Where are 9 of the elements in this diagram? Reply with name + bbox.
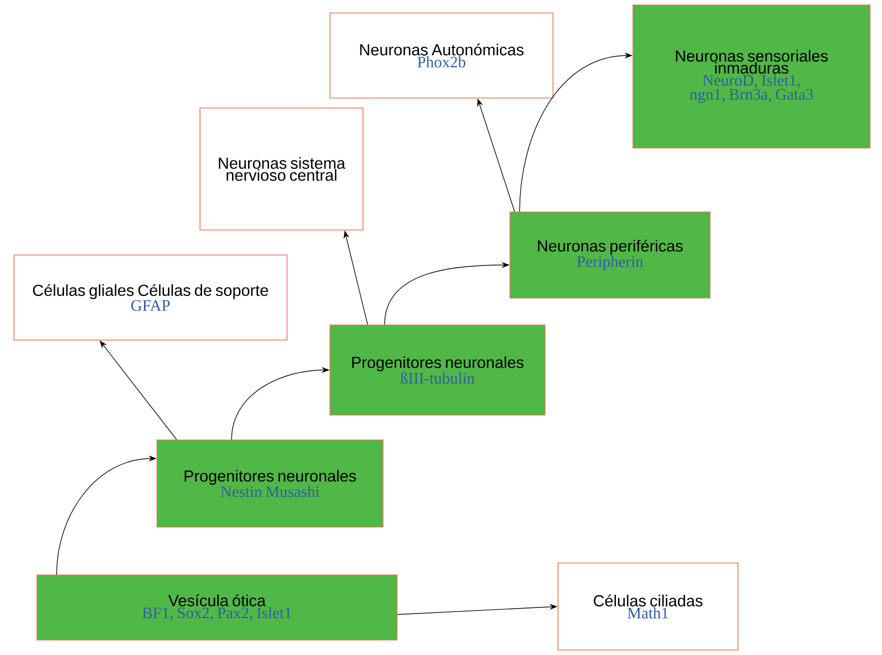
outcome-box: Células ciliadas Math1 bbox=[558, 562, 738, 650]
cell-type-box: Neuronas sensoriales inmaduras NeuroD, Islet1, ngn1, Brn3a, Gata3 bbox=[632, 4, 870, 148]
outcome-box: Células gliales Células de soporte GFAP bbox=[14, 254, 288, 340]
cell-type-box: Progenitores neuronales ßIII-tubulin bbox=[330, 324, 546, 416]
cell-type-box: Vesícula ótica BF1, Sox2, Pax2, Islet1 bbox=[36, 574, 398, 640]
outcome-box: Neuronas sistema nervioso central bbox=[200, 108, 364, 230]
cell-type-box: Progenitores neuronales Nestin Musashi bbox=[156, 440, 384, 528]
cell-type-box: Neuronas periféricas Peripherin bbox=[510, 212, 710, 298]
outcome-box: Neuronas Autonómicas Phox2b bbox=[330, 12, 554, 98]
